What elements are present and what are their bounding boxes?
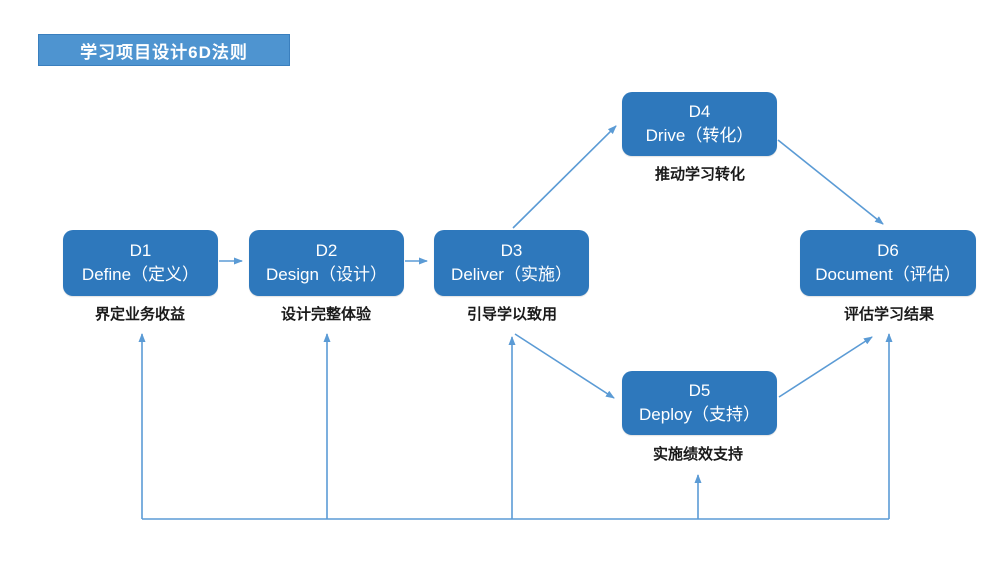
- node-d1-code: D1: [129, 241, 152, 261]
- caption-d3: 引导学以致用: [466, 306, 557, 323]
- title-badge-label: 学习项目设计6D法则: [80, 42, 248, 62]
- connector-d3-d4: [512, 125, 617, 229]
- node-d4-title: Drive（转化）: [645, 126, 754, 145]
- node-d6-code: D6: [877, 241, 899, 261]
- node-d2-code: D2: [315, 241, 338, 261]
- node-d3-code: D3: [500, 241, 523, 261]
- node-d2-design: D2 Design（设计）: [249, 230, 404, 296]
- caption-d4: 推动学习转化: [654, 166, 745, 183]
- node-d1-title: Define（定义）: [81, 265, 200, 284]
- node-d2-title: Design（设计）: [266, 265, 387, 284]
- node-d6-document: D6 Document（评估）: [800, 230, 976, 296]
- node-d4-drive: D4 Drive（转化）: [622, 92, 777, 156]
- connector-d4-d6: [777, 139, 884, 225]
- caption-d5: 实施绩效支持: [652, 446, 743, 463]
- node-d3-deliver: D3 Deliver（实施）: [434, 230, 589, 296]
- connector-d3-d5: [514, 333, 615, 399]
- caption-d6: 评估学习结果: [843, 306, 934, 323]
- connector-d5-d6: [778, 336, 873, 398]
- node-d4-code: D4: [688, 102, 711, 122]
- node-d6-title: Document（评估）: [815, 265, 961, 284]
- node-d3-title: Deliver（实施）: [451, 265, 572, 284]
- caption-d2: 设计完整体验: [280, 306, 371, 323]
- node-d5-deploy: D5 Deploy（支持）: [622, 371, 777, 435]
- node-d5-title: Deploy（支持）: [639, 405, 760, 424]
- title-badge: 学习项目设计6D法则: [38, 34, 290, 66]
- node-d1-define: D1 Define（定义）: [63, 230, 218, 296]
- node-d5-code: D5: [688, 381, 711, 401]
- caption-d1: 界定业务收益: [94, 306, 185, 323]
